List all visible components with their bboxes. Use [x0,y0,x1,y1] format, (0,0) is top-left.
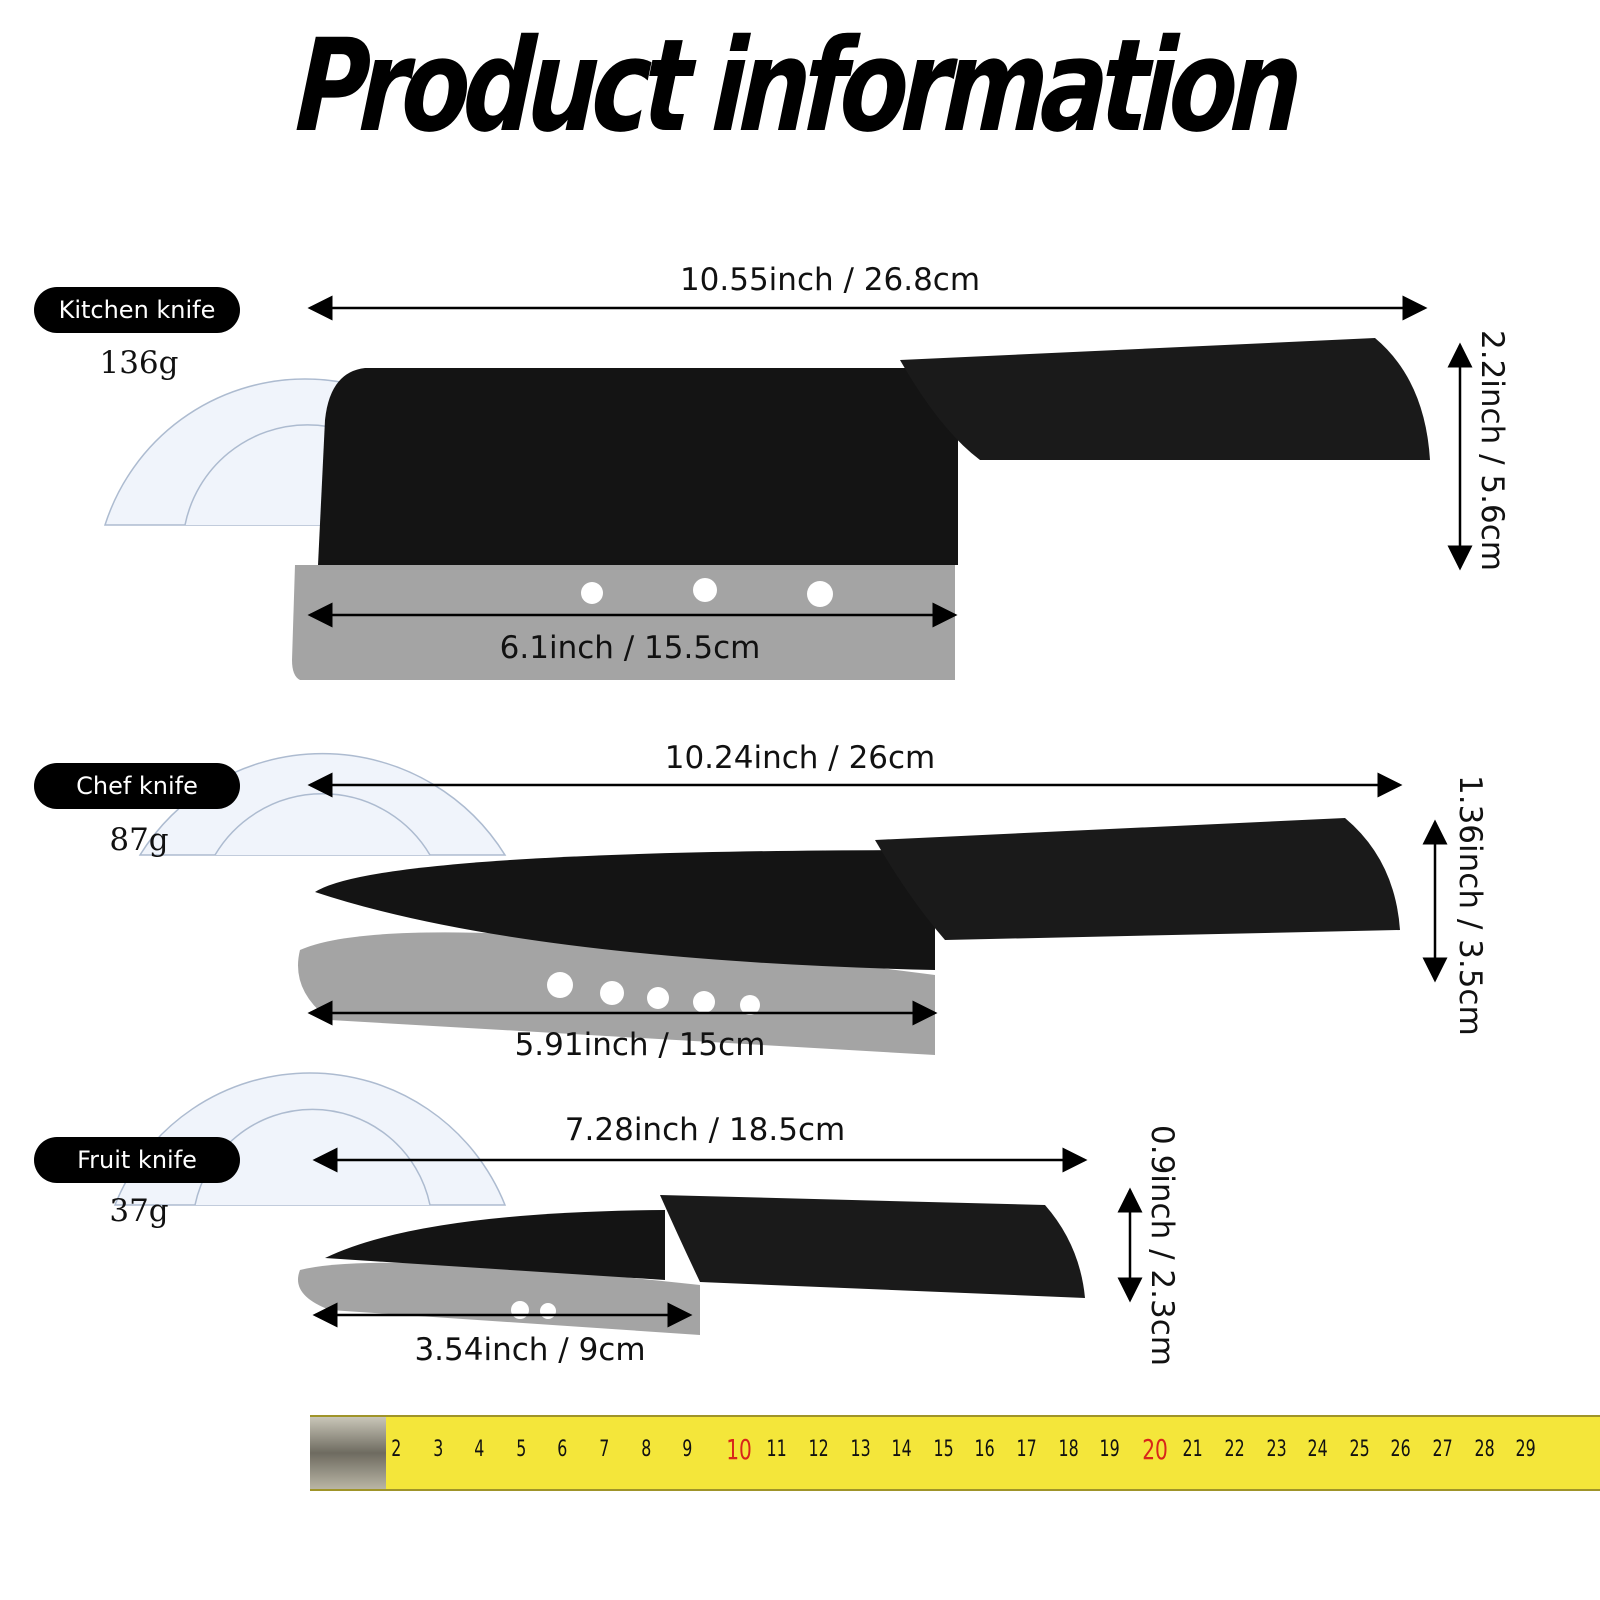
tape-number: 25 [1349,1437,1370,1462]
chef-knife-blade [315,850,935,970]
tape-number: 9 [682,1437,693,1462]
tape-number: 7 [599,1437,610,1462]
tape-number: 24 [1307,1437,1328,1462]
tape-number: 11 [766,1437,788,1462]
tape-number: 19 [1099,1437,1120,1462]
kitchen-blade-length: 6.1inch / 15.5cm [499,630,761,666]
tape-number: 3 [432,1437,443,1462]
chef-total-length: 10.24inch / 26cm [664,740,936,776]
tape-number: 29 [1515,1437,1536,1462]
heart-icon [581,578,833,607]
tape-number: 5 [516,1437,527,1462]
tape-number: 6 [557,1437,568,1462]
chef-knife-label: Chef knife [34,763,240,809]
kitchen-knife-label: Kitchen knife [34,287,240,333]
fruit-width: 0.9inch / 2.3cm [1144,1125,1180,1366]
tape-number: 12 [808,1437,829,1462]
kitchen-knife-illustration [292,338,1430,680]
tape-number: 15 [933,1437,954,1462]
tape-number: 23 [1266,1437,1287,1462]
tape-number: 18 [1058,1437,1079,1462]
tape-number: 8 [640,1437,651,1462]
chef-knife-handle [875,818,1400,940]
kitchen-knife-handle [900,338,1430,460]
tape-number: 14 [891,1437,912,1462]
tape-number: 26 [1390,1437,1412,1462]
kitchen-knife-weight: 136g [99,345,179,381]
tape-number: 16 [974,1437,996,1462]
kitchen-knife-blade [318,368,958,565]
fruit-knife-weight: 37g [109,1193,169,1229]
fruit-total-length: 7.28inch / 18.5cm [564,1112,846,1148]
tape-hook-icon [310,1417,386,1489]
tape-number: 13 [850,1437,871,1462]
fruit-knife-label: Fruit knife [34,1137,240,1183]
kitchen-width: 2.2inch / 5.6cm [1474,330,1510,571]
tape-number: 20 [1142,1433,1168,1466]
tape-number: 17 [1016,1437,1037,1462]
chef-knife-weight: 87g [109,822,169,858]
tape-number: 27 [1432,1437,1453,1462]
chef-width: 1.36inch / 3.5cm [1452,775,1488,1036]
fruit-knife-blade [325,1210,665,1280]
tape-number: 10 [726,1433,752,1466]
tape-number: 28 [1474,1437,1495,1462]
chef-blade-length: 5.91inch / 15cm [514,1027,766,1063]
tape-number: 22 [1224,1437,1245,1462]
fruit-knife-handle [660,1195,1085,1298]
fruit-blade-length: 3.54inch / 9cm [414,1332,646,1368]
kitchen-total-length: 10.55inch / 26.8cm [679,262,981,298]
tape-number: 4 [474,1437,485,1462]
tape-number: 21 [1182,1437,1204,1462]
tape-number: 2 [391,1437,402,1462]
